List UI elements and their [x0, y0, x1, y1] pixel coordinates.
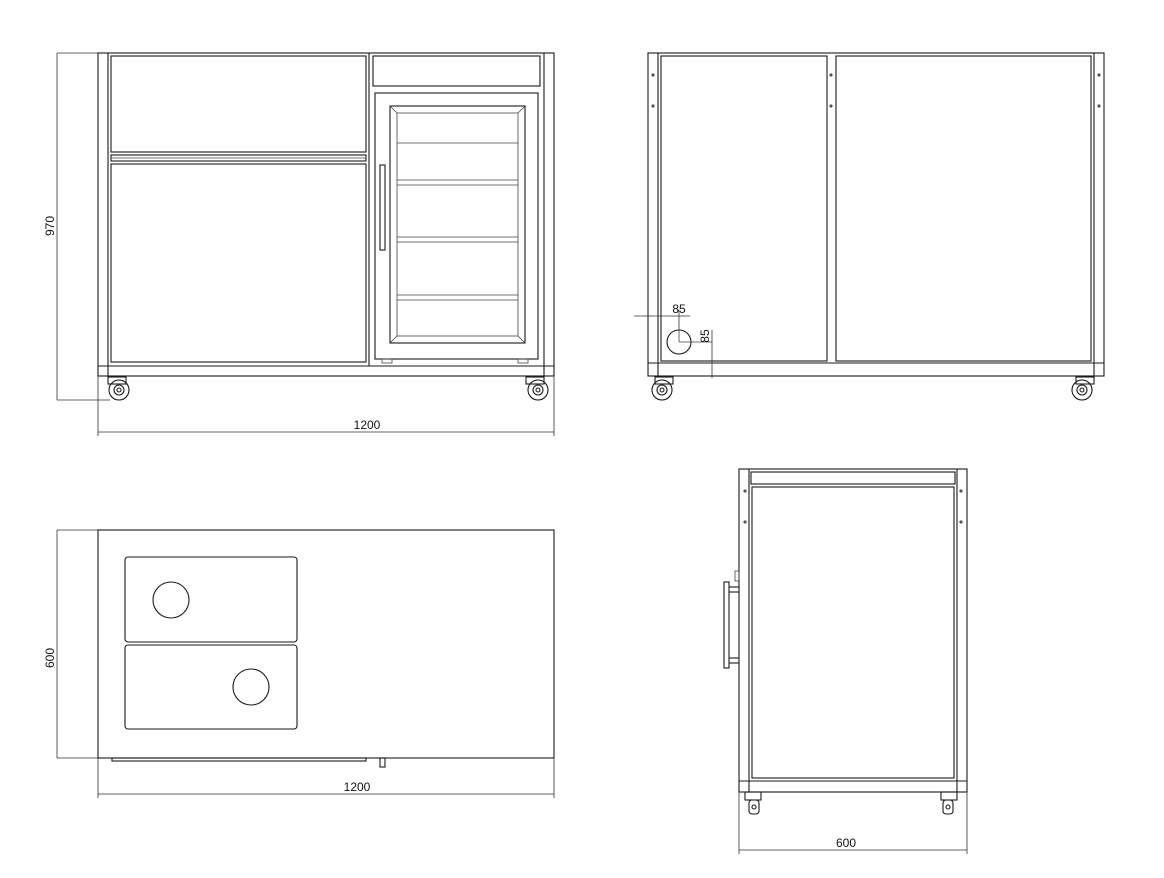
side-depth-label: 600 [836, 836, 856, 850]
side-top-strip [750, 471, 956, 485]
front-view: 970 1200 [43, 52, 555, 436]
top-burner-lower [124, 644, 298, 730]
side-screws [743, 489, 963, 524]
front-top-panel [110, 55, 367, 153]
top-burner-upper [124, 556, 298, 643]
front-lower-door [110, 163, 367, 363]
fridge-door [374, 92, 539, 360]
top-width-dimension: 1200 [97, 758, 555, 798]
front-caster-left [107, 376, 130, 401]
rear-caster-right [1071, 376, 1095, 401]
fridge-shelves [397, 142, 518, 301]
top-view: 600 1200 [43, 529, 555, 798]
front-height-dimension: 970 [43, 52, 110, 401]
front-width-label: 1200 [354, 418, 381, 432]
top-burner-knob-upper [152, 581, 190, 619]
top-burner-knob-lower [232, 668, 270, 706]
top-width-label: 1200 [344, 780, 371, 794]
top-depth-dimension: 600 [43, 529, 98, 759]
rear-view: 85 85 [634, 52, 1105, 401]
side-panel [751, 486, 955, 779]
rear-offset-x-dimension: 85 [634, 302, 690, 330]
rear-offset-y-dimension: 85 [698, 329, 713, 378]
front-caster-right [525, 376, 549, 401]
front-width-dimension: 1200 [97, 376, 555, 436]
rear-offset-y-label: 85 [698, 329, 712, 343]
side-caster-left [744, 791, 762, 815]
rear-panel-left [660, 55, 828, 362]
fridge-top-strip [372, 55, 541, 87]
rear-panel-right [835, 55, 1092, 362]
fridge-glass-frame [389, 105, 526, 344]
top-countertop [97, 529, 555, 759]
front-height-label: 970 [43, 216, 57, 236]
rear-caster-left [651, 376, 674, 401]
top-fridge-handle [379, 757, 386, 768]
side-fridge-handle [723, 570, 740, 669]
top-depth-label: 600 [43, 648, 57, 668]
side-depth-dimension: 600 [738, 792, 968, 854]
rear-offset-x-label: 85 [672, 302, 686, 316]
side-caster-right [940, 791, 958, 815]
side-view: 600 [723, 468, 968, 854]
fridge-handle [379, 164, 386, 251]
top-drawer-handle [111, 757, 367, 762]
rear-screws [651, 73, 1101, 108]
